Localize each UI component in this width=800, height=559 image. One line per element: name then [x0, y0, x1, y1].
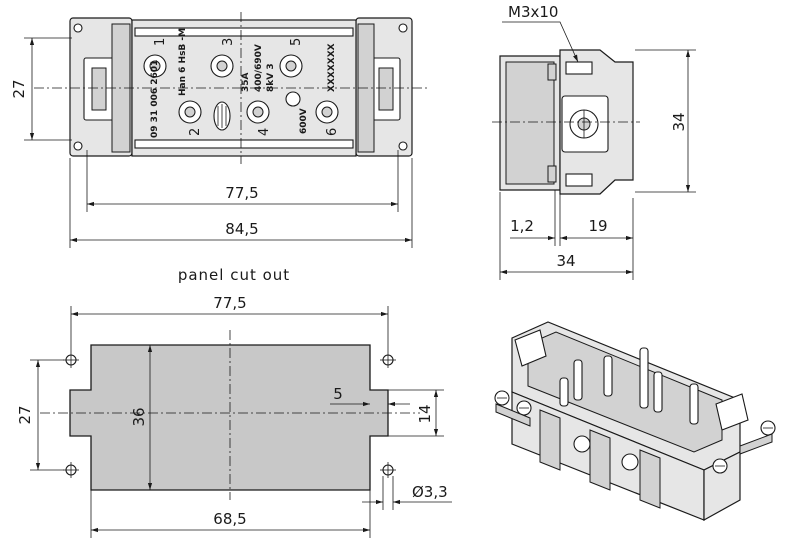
cutout-hole-vertical: 27	[16, 405, 34, 424]
part-number-marking: 09 31 006 2601	[150, 60, 160, 138]
bottom-rail	[134, 139, 354, 149]
series-marking: Han 6 HsB -M	[178, 28, 188, 96]
screw-icon	[398, 141, 408, 151]
front-view: 1 2 3 4 5 6 09 31 006 2601 Han 6 HsB -M …	[10, 12, 430, 248]
iso-screw-icon	[516, 400, 532, 416]
hole-diameter-dimension: Ø3,3	[412, 483, 448, 501]
screw-label: M3x10	[508, 3, 558, 21]
voltage-marking: 600V	[299, 108, 309, 134]
side-view: M3x10 34 1,2 19 34	[492, 3, 696, 280]
left-latch-inner	[91, 67, 107, 111]
overall-width-dimension: 84,5	[225, 220, 258, 238]
right-latch-inner	[378, 67, 394, 111]
contact-2	[178, 100, 202, 124]
iso-pin	[639, 347, 649, 409]
depth-dimension: 19	[588, 217, 607, 235]
pin-number: 6	[325, 128, 340, 136]
code-marking: XXXXXXX	[327, 43, 337, 92]
contact-1	[143, 54, 167, 78]
current-marking: 35A	[241, 72, 251, 92]
iso-screw-icon	[712, 458, 728, 474]
offset-dimension: 1,2	[510, 217, 534, 235]
voltage-rating-marking: 400/690V	[254, 44, 264, 92]
contact-3	[210, 54, 234, 78]
iso-side-face	[703, 451, 741, 522]
iso-pin	[603, 355, 613, 397]
iso-latch-right	[715, 393, 749, 431]
iso-screw-icon	[760, 420, 776, 436]
cutout-opening-height: 36	[130, 407, 148, 426]
screw-head-top	[565, 61, 593, 75]
iso-pin	[573, 359, 583, 401]
hole-spacing-dimension: 77,5	[225, 184, 258, 202]
pin-number: 3	[221, 38, 236, 46]
screw-head-bottom	[565, 173, 593, 187]
panel-cutout-title: panel cut out	[178, 266, 290, 284]
iso-latch-left	[514, 329, 547, 367]
ground-symbol-icon	[213, 101, 231, 131]
contact-6	[315, 100, 339, 124]
cutout-opening-width: 68,5	[213, 510, 246, 528]
top-rail	[134, 27, 354, 37]
iso-pin	[653, 371, 663, 413]
screw-icon	[398, 23, 408, 33]
isometric-view	[494, 321, 776, 522]
tab-height-dimension: 14	[416, 404, 434, 423]
cutout-hole-spacing: 77,5	[213, 294, 246, 312]
tab-width-dimension: 5	[333, 385, 343, 403]
insert-section	[505, 61, 555, 185]
panel-cutout: panel cut out 77,5 27 36 5 14	[16, 266, 452, 538]
screw-icon	[73, 141, 83, 151]
class-marking: 8kV 3	[266, 63, 276, 92]
cert-mark-icon	[285, 91, 301, 107]
cutout-opening	[69, 344, 389, 491]
contact-5	[279, 54, 303, 78]
pin-number: 2	[188, 128, 203, 136]
iso-hole	[573, 435, 591, 453]
side-height-dimension: 34	[670, 112, 688, 131]
iso-hole	[621, 453, 639, 471]
screw-icon	[73, 23, 83, 33]
overall-depth-dimension: 34	[556, 252, 575, 270]
height-dimension: 27	[10, 79, 28, 98]
pin-number: 1	[153, 38, 168, 46]
pin-number: 4	[257, 128, 272, 136]
iso-screw-icon	[494, 390, 510, 406]
contact-4	[246, 100, 270, 124]
iso-pin	[559, 377, 569, 407]
iso-pin	[689, 383, 699, 425]
pin-number: 5	[289, 38, 304, 46]
